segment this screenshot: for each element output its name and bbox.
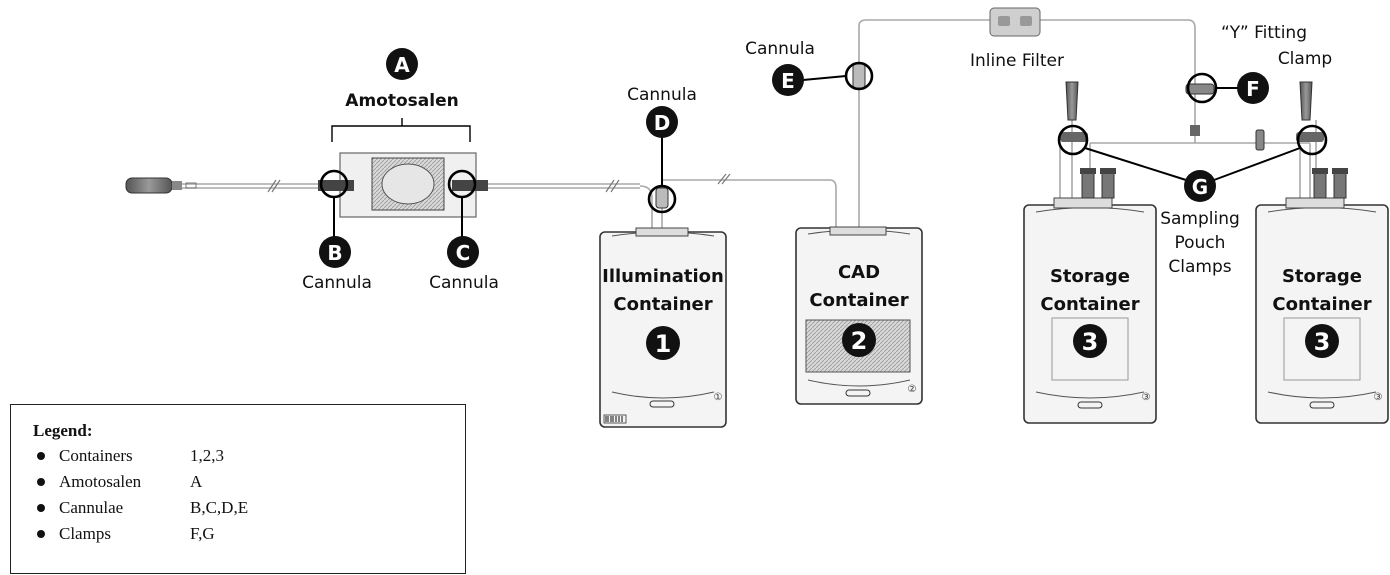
- container-2-title-line2: Container: [809, 290, 908, 311]
- container-3b-title-line1: Storage: [1282, 266, 1362, 287]
- svg-text:G: G: [1192, 175, 1208, 199]
- amotosalen-label: Amotosalen: [345, 91, 458, 111]
- badge-e: E: [772, 64, 804, 96]
- cannula-d-label: Cannula: [627, 85, 697, 105]
- container-1-corner-mark: ①: [714, 392, 723, 403]
- legend-item: Clamps F,G: [37, 521, 248, 547]
- legend-item-value: 1,2,3: [190, 446, 224, 465]
- sampling-pouch-grips: [1060, 81, 1324, 142]
- container-3a-title-line1: Storage: [1050, 266, 1130, 287]
- legend-item-name: Amotosalen: [59, 472, 142, 491]
- legend-item-name: Cannulae: [59, 498, 124, 517]
- cannula-e-fitting: [852, 63, 866, 89]
- svg-text:F: F: [1246, 77, 1260, 101]
- legend-item-name: Clamps: [59, 524, 111, 543]
- container-1-title-line2: Container: [613, 294, 712, 315]
- badge-f: F: [1237, 72, 1269, 104]
- cannula-c-label: Cannula: [429, 273, 499, 293]
- svg-text:A: A: [394, 53, 410, 77]
- svg-text:E: E: [781, 69, 795, 93]
- container-3b-corner-mark: ③: [1374, 392, 1383, 403]
- container-3a-corner-mark: ③: [1142, 392, 1151, 403]
- bullet-icon: [37, 530, 45, 538]
- svg-text:D: D: [654, 111, 671, 135]
- legend-item-value: B,C,D,E: [190, 498, 249, 517]
- sampling-label-line1: Sampling: [1160, 209, 1240, 229]
- bullet-icon: [37, 478, 45, 486]
- y-fitting-label-line2: Clamp: [1278, 49, 1332, 69]
- badge-d: D: [646, 106, 678, 138]
- y-fitting-label-line1: “Y” Fitting: [1221, 23, 1307, 43]
- badge-b: B: [319, 236, 351, 268]
- container-1-title-line1: Illumination: [602, 266, 724, 287]
- illumination-container: Illumination Container 1 ①: [599, 227, 727, 428]
- storage-container-right: Storage Container 3 ③: [1255, 168, 1389, 424]
- container-2-number: 2: [851, 327, 868, 355]
- bullet-icon: [37, 504, 45, 512]
- legend: Legend: Containers 1,2,3 Amotosalen A Ca…: [10, 404, 466, 574]
- port-icon: [1080, 168, 1116, 199]
- legend-item: Amotosalen A: [37, 469, 248, 495]
- sampling-label-line3: Clamps: [1168, 257, 1231, 277]
- container-3a-number: 3: [1082, 328, 1099, 356]
- barcode-icon: [603, 414, 627, 424]
- legend-title: Legend:: [33, 421, 93, 440]
- legend-item-name: Containers: [59, 446, 133, 465]
- port-icon: [1312, 168, 1348, 199]
- cannula-e-label: Cannula: [745, 39, 815, 59]
- container-2-title-line1: CAD: [838, 262, 880, 283]
- container-2-corner-mark: ②: [908, 384, 917, 395]
- legend-item: Cannulae B,C,D,E: [37, 495, 248, 521]
- storage-container-left: Storage Container 3 ③: [1023, 168, 1157, 424]
- sampling-clamp-left-ring: [1057, 124, 1089, 156]
- container-3b-title-line2: Container: [1272, 294, 1371, 315]
- legend-item: Containers 1,2,3: [37, 443, 248, 469]
- container-3b-number: 3: [1314, 328, 1331, 356]
- y-fitting-clamp: [1185, 83, 1265, 151]
- inline-filter: [989, 7, 1041, 37]
- svg-text:B: B: [327, 241, 342, 265]
- badge-c: C: [447, 236, 479, 268]
- bullet-icon: [37, 452, 45, 460]
- legend-item-value: A: [190, 472, 203, 491]
- badge-a: A: [386, 48, 418, 80]
- sampling-label-line2: Pouch: [1175, 233, 1226, 253]
- spike-connector: [125, 177, 197, 194]
- amotosalen-cartridge: [318, 118, 488, 218]
- svg-text:C: C: [456, 241, 471, 265]
- sampling-clamp-right-ring: [1296, 124, 1328, 156]
- badge-g: G: [1184, 170, 1216, 202]
- legend-item-value: F,G: [190, 524, 215, 543]
- legend-list: Containers 1,2,3 Amotosalen A Cannulae B…: [37, 443, 248, 547]
- cannula-b-label: Cannula: [302, 273, 372, 293]
- cad-container: CAD Container 2 ②: [795, 226, 923, 405]
- inline-filter-label: Inline Filter: [970, 51, 1064, 71]
- cannula-d-fitting: [655, 187, 669, 209]
- container-3a-title-line2: Container: [1040, 294, 1139, 315]
- container-1-number: 1: [655, 330, 672, 358]
